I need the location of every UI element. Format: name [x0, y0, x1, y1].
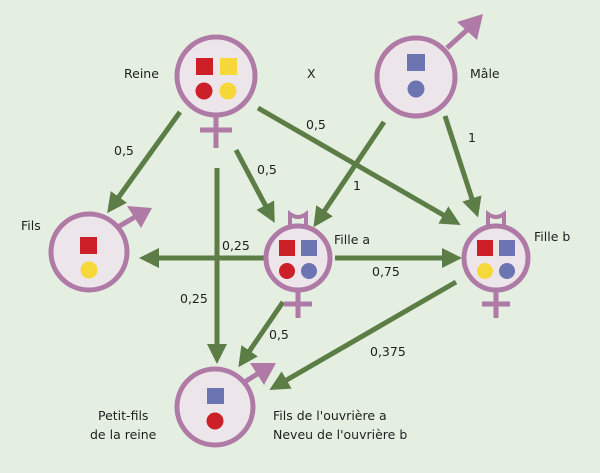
- yellow-square-icon: [220, 58, 237, 75]
- blue-square-icon: [301, 240, 317, 256]
- blue-circle-icon: [301, 263, 317, 279]
- blue-circle-icon: [499, 263, 515, 279]
- node-reine: [174, 34, 258, 148]
- yellow-circle-icon: [219, 82, 237, 100]
- red-square-icon: [477, 240, 493, 256]
- edge-label-fille-a-fils: 0,25: [222, 238, 250, 253]
- arrow-male-to-fille-a: [313, 120, 387, 228]
- yellow-circle-icon: [80, 261, 98, 279]
- label-cross: X: [307, 66, 316, 81]
- node-fille-a: [263, 210, 333, 318]
- arrow-fille-b-to-petit-fils: [269, 279, 458, 391]
- blue-square-icon: [207, 388, 224, 404]
- reine-circle: [174, 34, 258, 118]
- edge-label-fille-a-petit-fils: 0,5: [269, 327, 289, 342]
- blue-square-icon: [499, 240, 515, 256]
- red-square-icon: [196, 58, 213, 75]
- arrow-fille-a-to-petit-fils: [238, 300, 286, 368]
- label-fille-a: Fille a: [334, 232, 370, 247]
- label-petit-fils-2: de la reine: [90, 427, 157, 442]
- red-circle-icon: [195, 82, 213, 100]
- edge-label-fille-b-petit-fils: 0,375: [370, 344, 406, 359]
- edge-label-reine-fille-a: 0,5: [257, 162, 277, 177]
- node-labels: Reine X Mâle Fils Fille a Fille b Petit-…: [21, 66, 570, 442]
- node-fils: [48, 206, 152, 293]
- blue-circle-icon: [407, 80, 425, 98]
- node-male: [374, 14, 483, 119]
- label-reine: Reine: [124, 66, 159, 81]
- edge-labels: 0,5 0,5 0,5 1 1 0,25 0,25 0,75 0,5 0,375: [114, 117, 476, 359]
- edge-label-male-fille-a: 1: [353, 178, 361, 193]
- label-male: Mâle: [470, 66, 500, 81]
- fille-a-circle: [263, 223, 333, 293]
- edge-label-reine-petit-fils: 0,25: [180, 291, 208, 306]
- node-petit-fils: [174, 363, 276, 448]
- arrow-reine-to-fils: [107, 110, 183, 214]
- arrows: [107, 105, 482, 391]
- fille-b-circle: [461, 223, 531, 293]
- node-fille-b: [461, 210, 531, 318]
- edge-label-male-fille-b: 1: [468, 130, 476, 145]
- edge-label-reine-fils: 0,5: [114, 143, 134, 158]
- edge-label-fille-a-fille-b: 0,75: [372, 264, 400, 279]
- label-fils: Fils: [21, 218, 41, 233]
- blue-square-icon: [407, 54, 425, 71]
- label-fille-b: Fille b: [534, 229, 570, 244]
- red-circle-icon: [279, 263, 295, 279]
- edge-label-reine-fille-b: 0,5: [306, 117, 326, 132]
- label-fils-ouvriere-a: Fils de l'ouvrière a: [273, 408, 387, 423]
- label-neveu-ouvriere-b: Neveu de l'ouvrière b: [273, 427, 407, 442]
- yellow-circle-icon: [477, 263, 493, 279]
- red-circle-icon: [206, 412, 224, 430]
- red-square-icon: [279, 240, 295, 256]
- arrow-male-to-fille-b: [442, 115, 482, 218]
- red-square-icon: [80, 237, 97, 254]
- arrow-reine-to-fille-a: [233, 148, 275, 223]
- male-circle: [374, 35, 458, 119]
- label-petit-fils-1: Petit-fils: [98, 408, 148, 423]
- petit-fils-circle: [174, 366, 256, 448]
